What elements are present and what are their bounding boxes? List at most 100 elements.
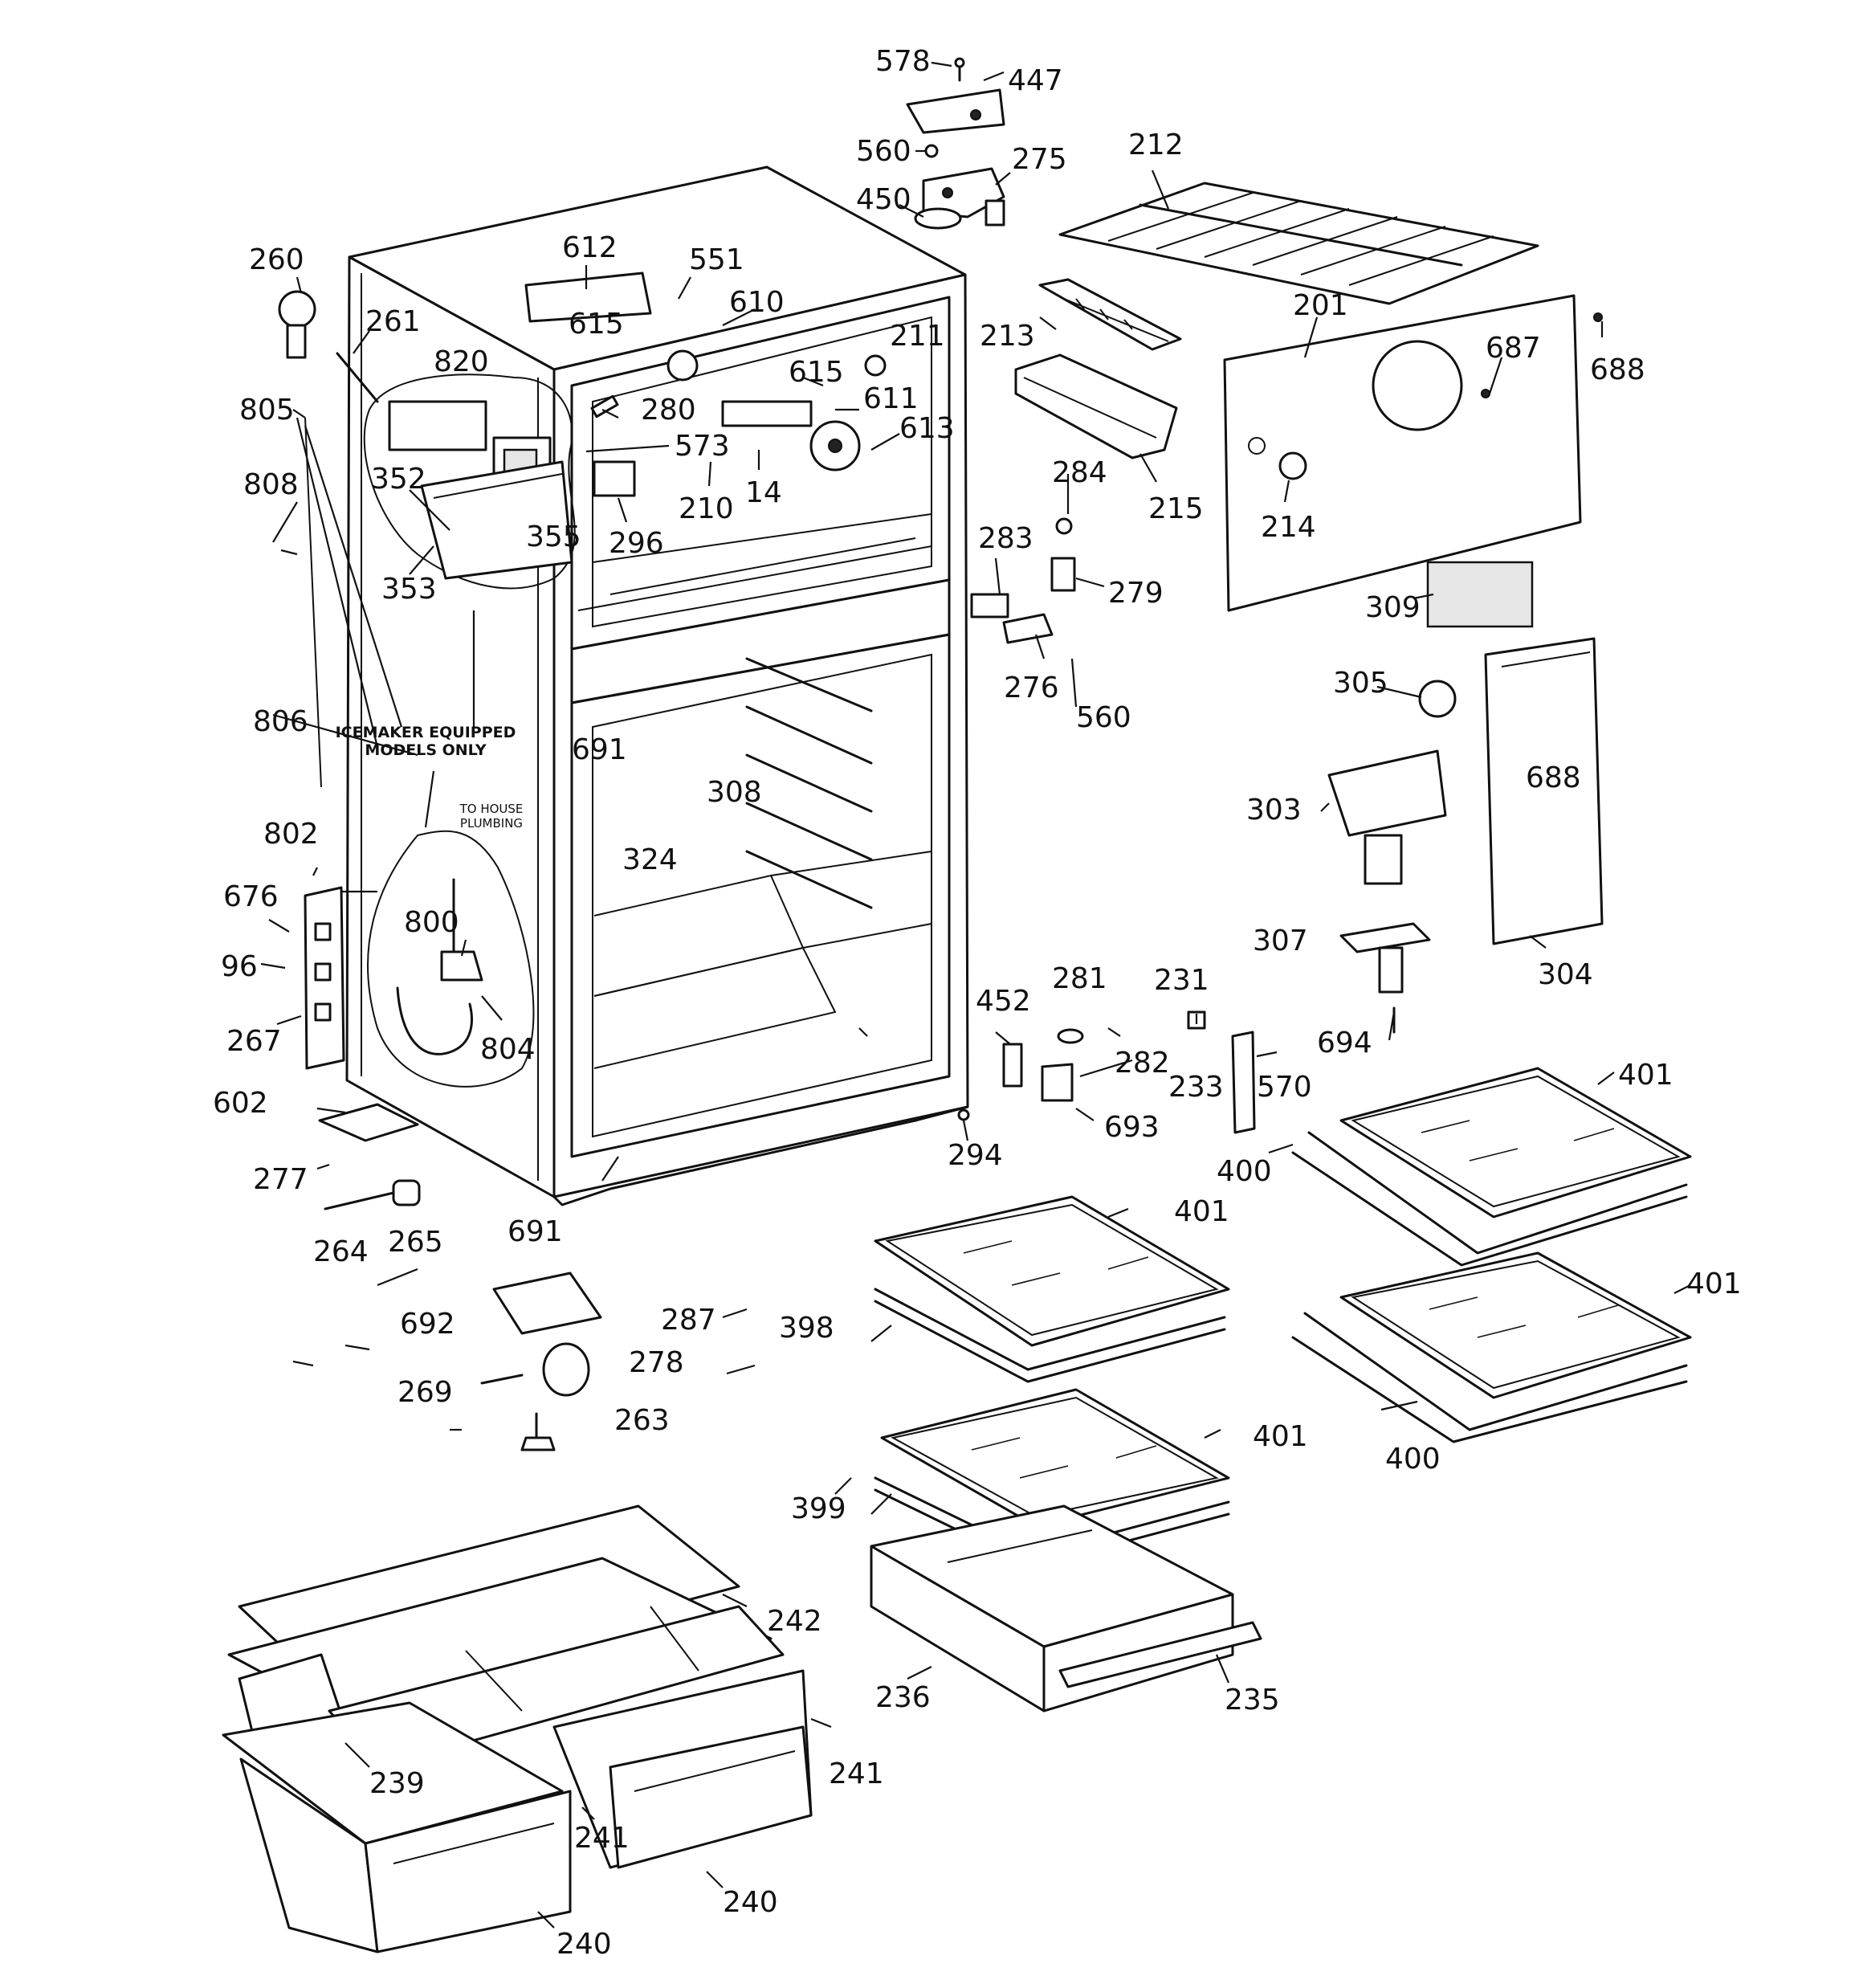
part-label-201: 201 [1293, 289, 1348, 322]
part-number-labels: 578 447 560 275 450 212 260 612 551 610 … [213, 45, 1742, 1961]
part-label-294: 294 [948, 1139, 1003, 1172]
part-label-96: 96 [221, 950, 258, 983]
top-hinge-parts [906, 57, 1005, 230]
part-label-692: 692 [400, 1308, 455, 1341]
part-label-613: 613 [899, 412, 955, 445]
part-label-240-b: 240 [556, 1928, 612, 1961]
part-label-401-b: 401 [1174, 1195, 1229, 1228]
ice-tray-and-bin [1014, 278, 1182, 459]
part-label-560-b: 560 [1076, 701, 1131, 734]
base-parts [318, 1103, 602, 1451]
part-label-802: 802 [263, 818, 319, 851]
part-label-242: 242 [767, 1605, 822, 1638]
part-label-260: 260 [249, 243, 304, 276]
part-label-691: 691 [572, 733, 627, 766]
part-label-691-b: 691 [508, 1215, 563, 1248]
part-label-264: 264 [313, 1235, 369, 1268]
part-label-305: 305 [1333, 667, 1388, 700]
part-label-233: 233 [1168, 1071, 1224, 1104]
icemaker-note-line2: MODELS ONLY [365, 741, 486, 759]
part-label-688: 688 [1590, 353, 1645, 386]
part-label-452: 452 [976, 985, 1031, 1018]
freezer-wire-shelf [1058, 182, 1539, 305]
part-label-615-b: 615 [789, 356, 844, 389]
glass-shelf-middle [874, 1195, 1230, 1383]
part-label-355: 355 [526, 520, 581, 553]
part-label-308: 308 [707, 776, 762, 809]
plumbing-note-line2: PLUMBING [460, 816, 523, 831]
part-label-236: 236 [875, 1681, 931, 1714]
fresh-food-controls [970, 517, 1604, 1034]
callout-notes: ICEMAKER EQUIPPED MODELS ONLY TO HOUSE P… [336, 724, 524, 831]
part-label-14: 14 [745, 476, 782, 509]
part-label-687: 687 [1486, 332, 1541, 365]
part-label-398: 398 [779, 1312, 834, 1345]
part-label-805: 805 [239, 394, 295, 427]
part-label-401: 401 [1618, 1059, 1673, 1092]
part-label-560: 560 [856, 135, 911, 168]
part-label-231: 231 [1154, 964, 1209, 997]
part-label-804: 804 [480, 1033, 536, 1066]
part-label-241-b: 241 [574, 1822, 630, 1855]
part-label-353: 353 [381, 573, 437, 606]
left-bracket [304, 886, 345, 1070]
part-label-676: 676 [223, 880, 279, 913]
part-label-280: 280 [641, 394, 696, 427]
part-label-570: 570 [1257, 1071, 1312, 1104]
glass-shelf-upper-right [1291, 1067, 1692, 1267]
part-label-612: 612 [562, 231, 618, 264]
part-label-610: 610 [729, 286, 785, 319]
part-label-615: 615 [569, 308, 624, 341]
part-label-287: 287 [661, 1304, 716, 1337]
part-label-240: 240 [723, 1886, 778, 1919]
part-label-235: 235 [1225, 1684, 1280, 1717]
part-label-210: 210 [679, 492, 734, 525]
part-label-352: 352 [371, 463, 426, 496]
freezer-rear-panel [1223, 294, 1603, 612]
icemaker-assembly [278, 271, 887, 590]
part-label-279: 279 [1108, 577, 1164, 610]
refrigerator-cabinet [345, 165, 969, 1206]
part-label-278: 278 [629, 1346, 684, 1379]
part-label-276: 276 [1004, 672, 1059, 704]
part-label-296: 296 [609, 527, 664, 560]
part-label-808: 808 [243, 468, 299, 501]
part-label-214: 214 [1261, 511, 1316, 544]
mid-hinge-parts [957, 1010, 1256, 1134]
part-label-800: 800 [404, 906, 459, 939]
part-label-309: 309 [1365, 591, 1421, 624]
part-label-263: 263 [614, 1404, 670, 1437]
part-label-399: 399 [791, 1492, 846, 1525]
part-label-602: 602 [213, 1087, 268, 1120]
part-label-265: 265 [388, 1226, 443, 1259]
part-label-324: 324 [622, 843, 678, 876]
icemaker-note-line1: ICEMAKER EQUIPPED [336, 724, 516, 741]
part-label-806: 806 [253, 705, 308, 738]
part-label-694: 694 [1317, 1027, 1372, 1059]
part-label-239: 239 [369, 1767, 425, 1800]
part-label-277: 277 [253, 1163, 308, 1196]
part-label-213: 213 [980, 320, 1035, 353]
part-label-261: 261 [365, 305, 421, 338]
plumbing-note-line1: TO HOUSE [459, 802, 524, 816]
part-label-693: 693 [1104, 1111, 1160, 1144]
part-label-400: 400 [1217, 1155, 1272, 1188]
crisper-drawer [870, 1504, 1262, 1712]
part-label-688-b: 688 [1526, 761, 1581, 794]
part-label-304: 304 [1538, 958, 1593, 991]
part-label-241: 241 [829, 1757, 884, 1790]
part-label-450: 450 [856, 183, 911, 216]
glass-shelf-lower-right [1291, 1251, 1692, 1443]
part-label-307: 307 [1253, 925, 1308, 957]
part-label-303: 303 [1246, 794, 1302, 827]
part-label-281: 281 [1052, 962, 1107, 995]
part-label-611: 611 [863, 382, 919, 415]
freezer-bins [222, 1504, 813, 1953]
glass-shelf-lower [874, 1388, 1230, 1568]
part-label-215: 215 [1148, 492, 1204, 525]
part-label-820: 820 [434, 345, 489, 378]
part-label-401-c: 401 [1686, 1268, 1742, 1300]
part-label-267: 267 [226, 1025, 282, 1058]
